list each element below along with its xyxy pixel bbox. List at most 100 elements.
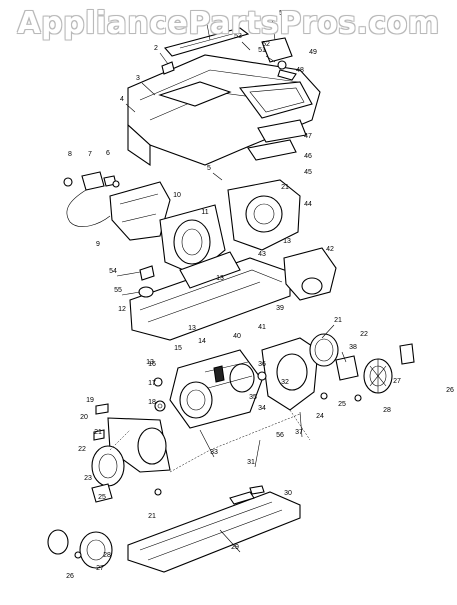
part-callout-12: 12 (118, 306, 126, 313)
hood-cover (127, 54, 321, 167)
gasket-ring-right (309, 333, 339, 367)
part-callout-38: 38 (349, 344, 357, 351)
part-callout-23: 23 (84, 475, 92, 482)
part-callout-8: 8 (68, 151, 72, 158)
part-callout-7: 7 (88, 151, 92, 158)
part-callout-30: 30 (284, 490, 292, 497)
part-callout-15: 15 (174, 345, 182, 352)
part-callout-13: 13 (188, 325, 196, 332)
leader-line (199, 429, 215, 458)
part-callout-31: 31 (247, 459, 255, 466)
part-callout-13: 13 (216, 275, 224, 282)
part-callout-22: 22 (78, 446, 86, 453)
leader-line (341, 351, 347, 363)
part-callout-56: 56 (276, 432, 284, 439)
part-callout-36: 36 (258, 361, 266, 368)
part-callout-27: 27 (393, 378, 401, 385)
leader-line (159, 52, 169, 65)
part-callout-20: 20 (80, 414, 88, 421)
motor-shaft-parts (153, 371, 267, 412)
fan-shroud-left (107, 417, 171, 473)
leader-line (321, 324, 335, 339)
part-callout-10: 10 (173, 192, 181, 199)
bumper-parts-left (91, 403, 113, 503)
part-callout-21: 21 (334, 317, 342, 324)
leader-line (219, 529, 241, 553)
part-callout-26: 26 (66, 573, 74, 580)
base-plate (127, 491, 301, 573)
motor-bracket-right (320, 355, 362, 402)
part-callout-42: 42 (326, 246, 334, 253)
part-callout-21: 21 (94, 429, 102, 436)
small-bolt (154, 485, 265, 496)
leader-line (206, 23, 211, 41)
leader-line (299, 411, 303, 438)
leader-line (212, 172, 223, 181)
latch-assembly (261, 37, 297, 81)
part-callout-39: 39 (276, 305, 284, 312)
guide-rods (109, 409, 311, 473)
part-callout-6: 6 (106, 150, 110, 157)
part-callout-47: 47 (304, 133, 312, 140)
leader-line (265, 55, 276, 63)
part-callout-25: 25 (98, 494, 106, 501)
fan-housing-left (159, 204, 226, 276)
fan-housing-right (227, 179, 301, 251)
leader-line (241, 41, 251, 51)
part-callout-22: 22 (360, 331, 368, 338)
part-callout-33: 33 (210, 449, 218, 456)
switch-and-cord (63, 171, 120, 227)
fan-clip-right (399, 343, 415, 365)
watermark-logo: AppliancePartsPros.com (17, 6, 440, 41)
part-callout-34: 34 (258, 405, 266, 412)
part-callout-37: 37 (295, 429, 303, 436)
part-callout-52: 52 (262, 41, 270, 48)
motor-assembly (169, 349, 263, 429)
part-callout-14: 14 (198, 338, 206, 345)
handle-strip (164, 27, 250, 57)
part-callout-labels: 1234567891011121313131314151617181920212… (66, 10, 454, 580)
motor-end-bell (261, 337, 319, 411)
leader-line (271, 17, 276, 41)
part-callout-13: 13 (146, 359, 154, 366)
part-callout-24: 24 (316, 413, 324, 420)
wheel-left (47, 529, 113, 569)
part-callout-3: 3 (136, 75, 140, 82)
fan-rotor-right (363, 358, 393, 394)
part-callout-50: 50 (279, 10, 287, 17)
part-callout-45: 45 (304, 169, 312, 176)
part-callout-44: 44 (304, 201, 312, 208)
part-callout-4: 4 (120, 96, 124, 103)
small-clip (161, 61, 175, 75)
bag-clip-small (138, 265, 155, 298)
exhaust-duct (283, 247, 337, 301)
gasket-ring-left (91, 445, 125, 487)
leader-line (254, 439, 261, 468)
switch-bracket (109, 181, 171, 241)
part-callout-17: 17 (148, 380, 156, 387)
part-callout-28: 28 (383, 407, 391, 414)
part-callout-28: 28 (103, 552, 111, 559)
part-callout-18: 18 (148, 399, 156, 406)
chassis-frame (129, 251, 291, 341)
part-callout-2: 2 (154, 45, 158, 52)
hood-rear-panel (247, 119, 307, 161)
part-callout-13: 13 (283, 238, 291, 245)
leader-line (125, 103, 136, 113)
part-callout-51: 51 (258, 47, 266, 54)
part-callout-9: 9 (96, 241, 100, 248)
part-callout-32: 32 (281, 379, 289, 386)
part-callout-27: 27 (96, 565, 104, 572)
part-callout-26: 26 (446, 387, 454, 394)
part-callout-11: 11 (201, 209, 208, 216)
part-callout-49: 49 (309, 49, 317, 56)
part-callout-29: 29 (231, 544, 239, 551)
part-callout-43: 43 (258, 251, 266, 258)
part-callout-48: 48 (296, 67, 304, 74)
part-callout-21: 21 (281, 184, 289, 191)
part-callout-19: 19 (86, 397, 94, 404)
part-callout-25: 25 (338, 401, 346, 408)
part-callout-53: 53 (234, 33, 242, 40)
